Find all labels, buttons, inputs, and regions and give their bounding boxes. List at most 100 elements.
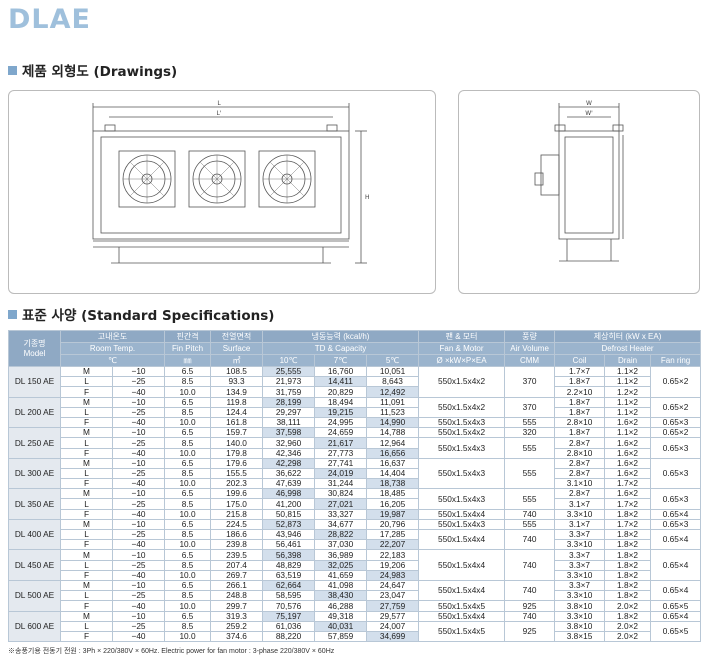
table-cell: 550x1.5x4x3 [418,518,506,531]
table-cell: 8.5 [164,467,212,480]
table-cell: 2.0×2 [604,620,652,632]
table-cell: 8.5 [164,376,212,388]
header-room-unit: ℃ [59,354,166,367]
table-cell: 1.2×2 [604,386,652,398]
table-cell: 215.8 [210,508,264,520]
table-cell: 8.5 [164,590,212,602]
table-cell: L [60,498,113,510]
table-cell: −25 [111,528,166,541]
table-cell: 0.65×3 [650,457,702,490]
table-cell: M [60,427,113,439]
table-cell: 0.65×2 [650,366,702,398]
table-cell: 1.7×2 [604,498,652,510]
table-cell: M [60,610,113,622]
table-cell: 16,205 [366,498,420,510]
table-cell: 124.4 [210,406,264,418]
table-cell: 8.5 [164,498,212,510]
table-cell: 16,760 [314,365,368,378]
header-air-en: Air Volume [504,342,556,355]
section-drawings: 제품 외형도 (Drawings) [8,60,177,80]
table-cell: L [60,376,113,388]
table-cell: 550x1.5x4x4 [418,508,506,520]
table-cell: 925 [504,620,556,643]
table-cell: 11,523 [366,406,420,418]
table-cell: 63,519 [262,569,316,581]
section-specs-label: 표준 사양 (Standard Specifications) [22,308,275,324]
table-cell: 1.8×7 [554,396,606,408]
table-cell: 46,998 [262,488,316,500]
table-cell: 374.6 [210,630,264,643]
table-cell: 1.1×2 [604,365,652,378]
table-cell: 49,318 [314,610,368,622]
table-cell: 3.3×10 [554,539,606,551]
table-cell: 550x1.5x4x2 [418,427,506,439]
table-cell: 24,007 [366,620,420,632]
header-fan-en: Fan & Motor [418,342,506,355]
table-cell: −10 [111,610,166,622]
table-cell: 1.8×2 [604,590,652,602]
table-cell: 269.7 [210,569,264,581]
header-fan-unit: Ø ×kW×P×EA [418,354,506,367]
table-cell: 555 [504,457,556,490]
table-cell: F [60,539,113,551]
table-cell: 28,199 [262,396,316,408]
table-cell: 550x1.5x4x4 [418,579,506,602]
section-marker [8,66,17,75]
table-cell: DL 450 AE [8,549,61,581]
table-cell: 0.65×3 [650,488,702,510]
table-cell: 22,207 [366,539,420,551]
table-cell: 32,025 [314,559,368,571]
table-cell: 10,051 [366,365,420,378]
table-cell: M [60,365,113,378]
table-cell: 37,030 [314,539,368,551]
header-room-ko: 고내온도 [59,330,166,343]
table-cell: 1.8×7 [554,376,606,388]
table-cell: 0.65×4 [650,508,702,520]
table-cell: 20,829 [314,386,368,398]
table-cell: 8.5 [164,406,212,418]
table-cell: −40 [111,478,166,490]
table-cell: F [60,386,113,398]
table-cell: 10.0 [164,478,212,490]
table-cell: 1.8×2 [604,539,652,551]
table-cell: 47,639 [262,478,316,490]
table-cell: 134.9 [210,386,264,398]
table-cell: 740 [504,610,556,622]
dim-W-label: W [586,100,592,107]
table-cell: −10 [111,427,166,439]
table-cell: 925 [504,600,556,612]
table-cell: 10.0 [164,569,212,581]
table-cell: 140.0 [210,437,264,449]
header-air-unit: CMM [504,354,556,367]
table-cell: M [60,396,113,408]
table-cell: −10 [111,579,166,592]
table-cell: 6.5 [164,427,212,439]
table-cell: 14,990 [366,416,420,429]
table-cell: 555 [504,488,556,510]
table-cell: 1.1×2 [604,406,652,418]
table-cell: 42,298 [262,457,316,469]
header-surf-unit: ㎡ [210,354,264,367]
table-cell: −40 [111,416,166,429]
table-cell: 1.8×2 [604,610,652,622]
table-cell: 37,598 [262,427,316,439]
table-cell: 0.65×3 [650,437,702,459]
table-cell: 199.6 [210,488,264,500]
dim-L-label: L [217,100,221,107]
table-cell: 239.5 [210,549,264,561]
table-cell: 550x1.5x4x3 [418,457,506,490]
table-cell: DL 200 AE [8,396,61,429]
table-cell: 550x1.5x4x2 [418,396,506,418]
table-cell: 10.0 [164,386,212,398]
table-cell: 3.1×7 [554,498,606,510]
table-cell: −10 [111,518,166,531]
table-cell: DL 150 AE [8,366,61,398]
